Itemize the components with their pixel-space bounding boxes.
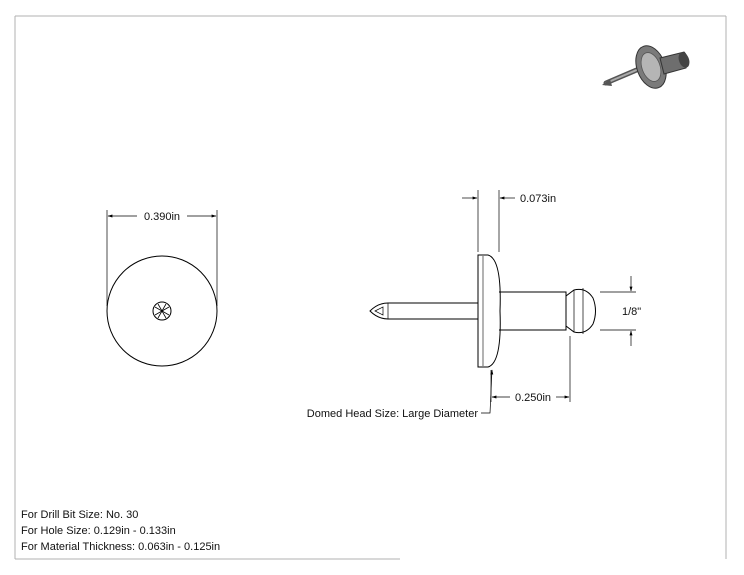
rivet-body <box>499 291 567 331</box>
front-view: 0.390in <box>106 210 218 367</box>
note-material-thickness: For Material Thickness: 0.063in - 0.125i… <box>21 541 220 553</box>
mandrel <box>369 302 479 320</box>
rivet-isometric-icon <box>602 45 690 89</box>
note-drill-bit: For Drill Bit Size: No. 30 <box>21 509 138 521</box>
sheet-frame <box>14 15 727 560</box>
head-style-callout: Domed Head Size: Large Diameter <box>307 408 479 420</box>
side-view: 0.073in 1/8" 0.250in Domed Head Size: La… <box>307 190 641 420</box>
body-diameter-label: 1/8" <box>622 306 641 318</box>
mandrel-tip-cross <box>154 303 170 319</box>
head-thickness-label: 0.073in <box>520 193 556 205</box>
rivet-head-outline <box>106 255 218 367</box>
head-diameter-label: 0.390in <box>144 211 180 223</box>
head-callout-leader <box>481 369 494 414</box>
rivet-head <box>477 254 501 368</box>
note-hole-size: For Hole Size: 0.129in - 0.133in <box>21 525 176 537</box>
grip-length-label: 0.250in <box>515 392 551 404</box>
notes-block: For Drill Bit Size: No. 30 For Hole Size… <box>21 509 220 553</box>
mandrel-head <box>565 288 596 334</box>
mandrel-hole <box>152 301 172 321</box>
